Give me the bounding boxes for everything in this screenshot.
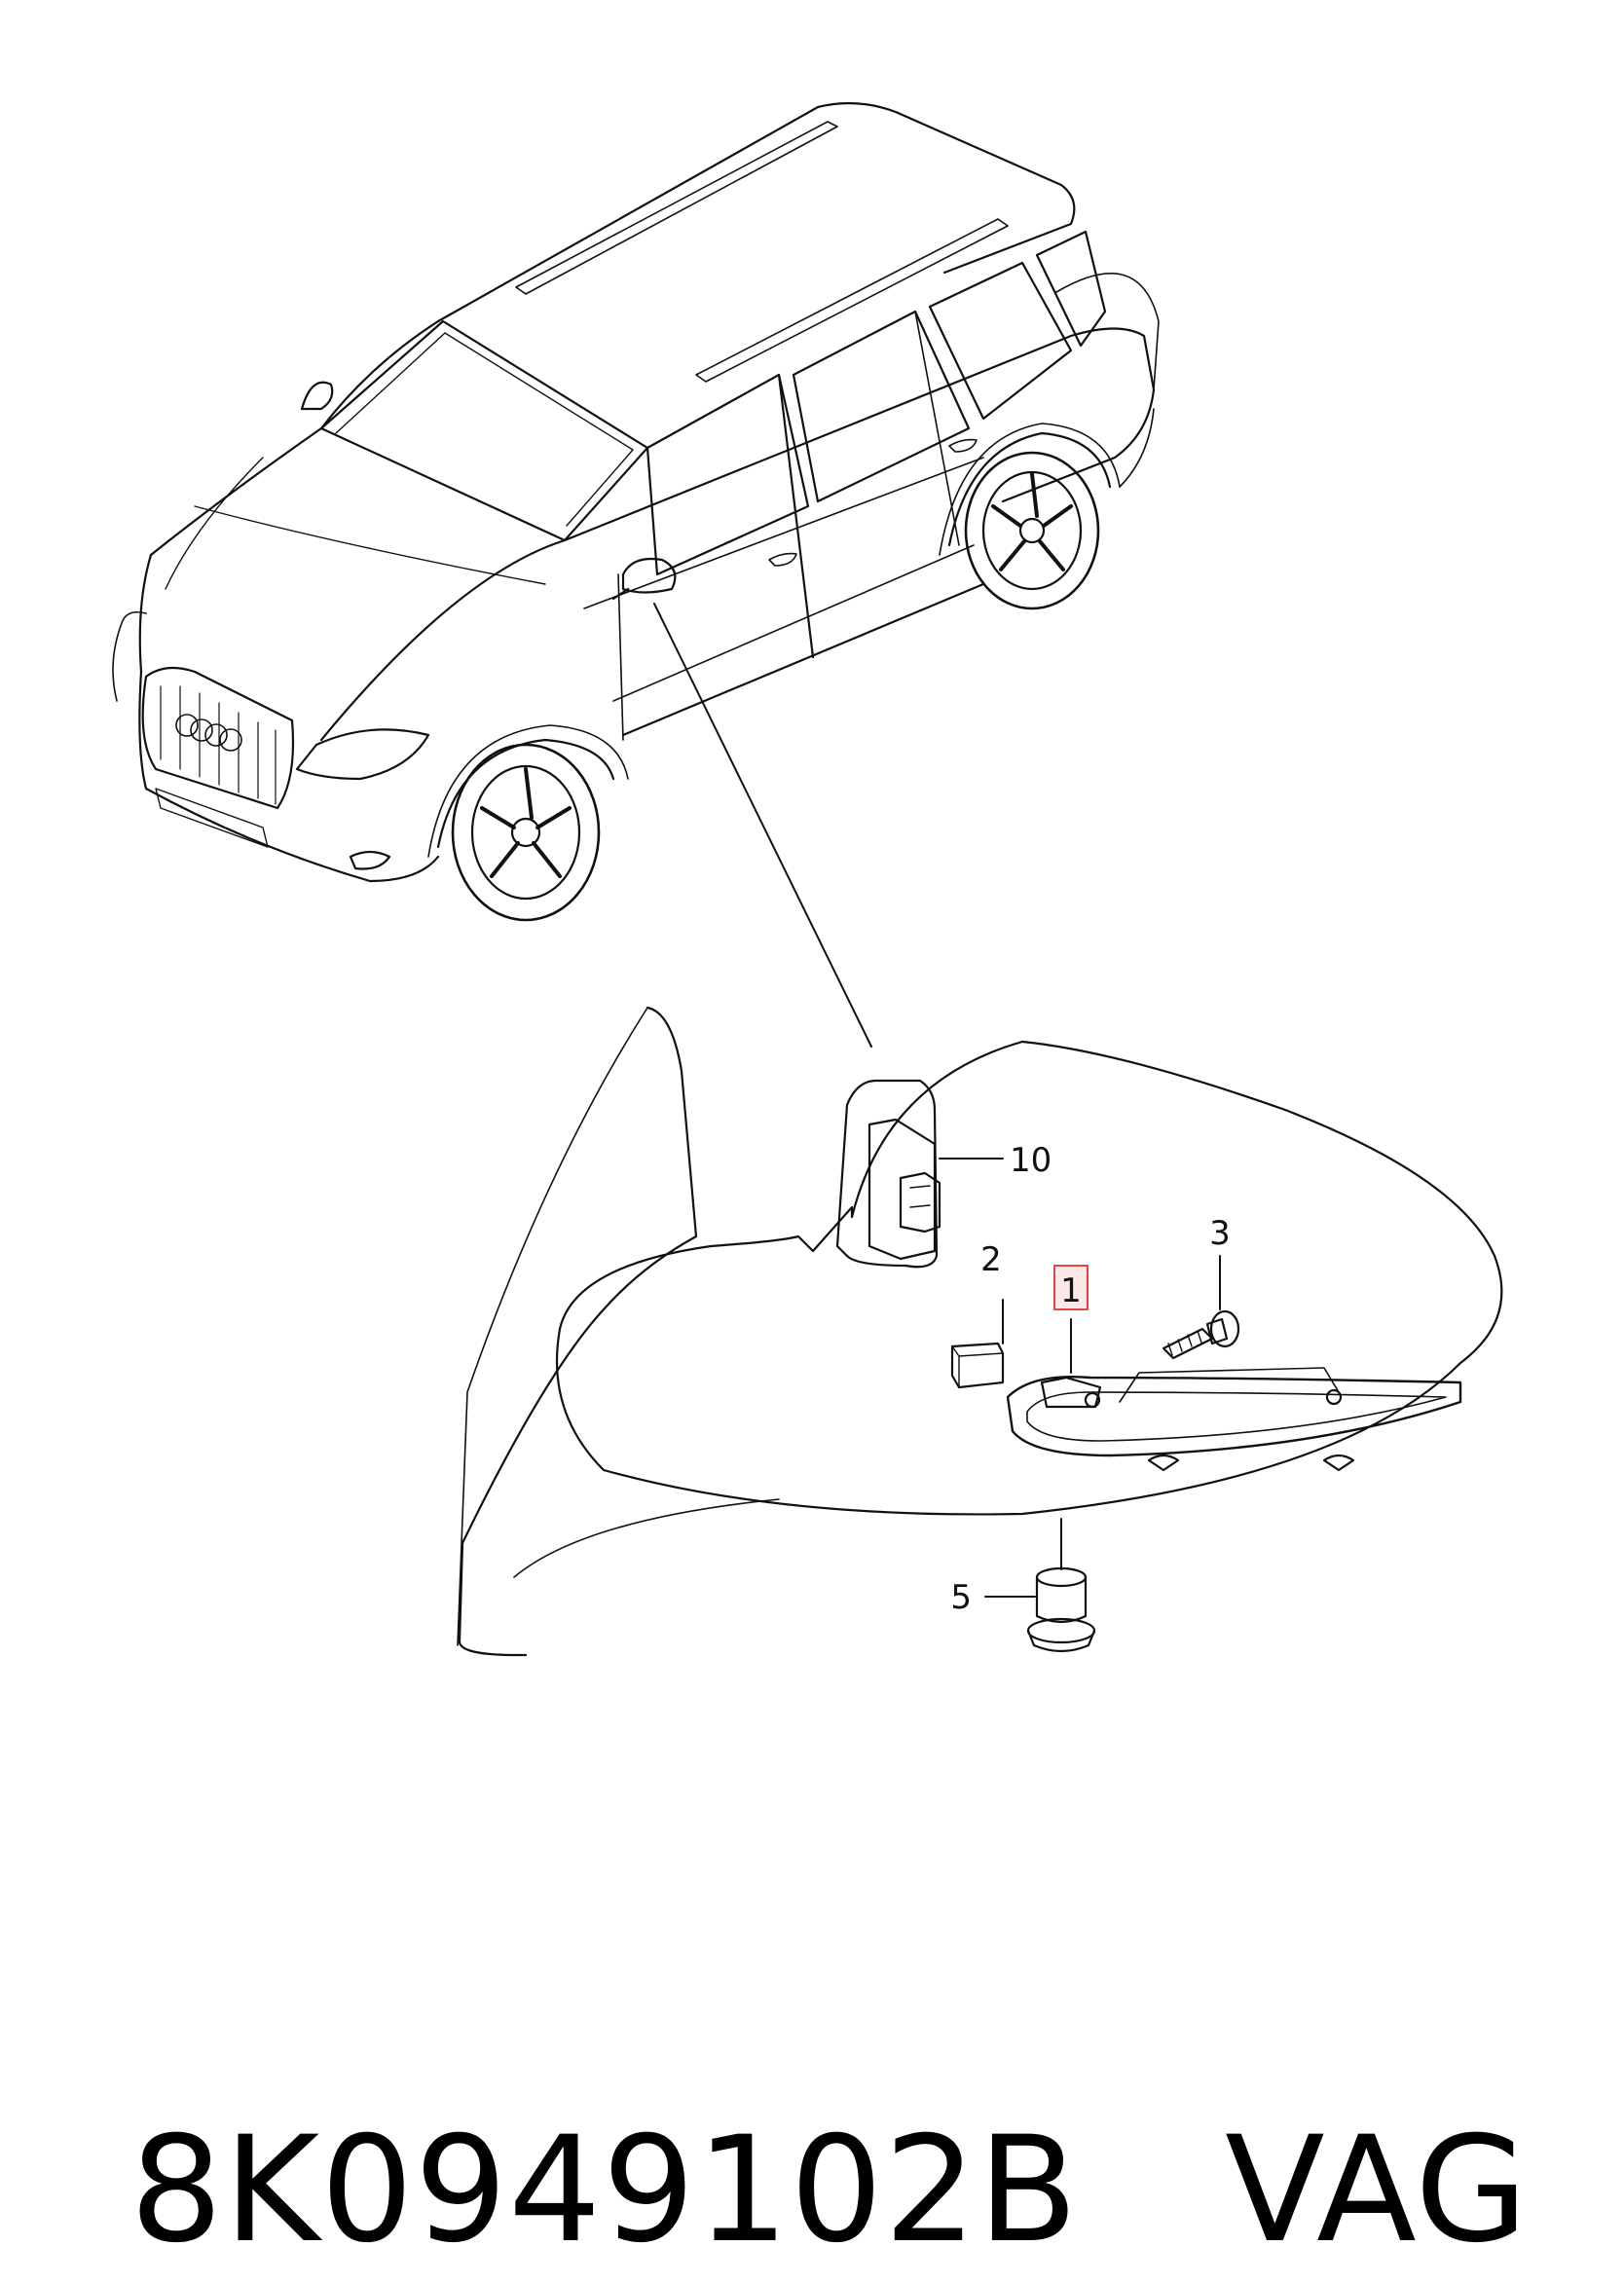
mirror-assembly bbox=[457, 1006, 1503, 1657]
parts-diagram: 10 2 1 3 5 bbox=[112, 101, 1503, 1657]
callout-5: 5 bbox=[950, 1578, 972, 1617]
part-caption: 8K0949102B VAG bbox=[35, 1913, 1529, 2275]
part-number: 8K0949102B bbox=[129, 2106, 1080, 2275]
brand-name: VAG bbox=[1225, 2106, 1530, 2275]
callout-leaders bbox=[939, 1158, 1221, 1598]
callout-2: 2 bbox=[980, 1240, 1002, 1279]
connector-housing bbox=[835, 1079, 939, 1269]
screw-3 bbox=[1162, 1309, 1240, 1360]
callout-1: 1 bbox=[1060, 1271, 1082, 1310]
callout-10: 10 bbox=[1010, 1141, 1052, 1180]
cap-5 bbox=[1026, 1566, 1096, 1653]
clip-2 bbox=[950, 1342, 1005, 1389]
connector-10 bbox=[867, 1118, 941, 1261]
turn-signal-1 bbox=[1006, 1367, 1462, 1472]
mirror-glass bbox=[555, 1040, 1503, 1516]
callout-3: 3 bbox=[1209, 1214, 1231, 1253]
rear-wheel bbox=[964, 451, 1100, 610]
front-wheel bbox=[451, 743, 601, 922]
leader-line-to-mirror bbox=[653, 603, 872, 1048]
brand-rings-logo bbox=[175, 714, 242, 752]
suv-illustration bbox=[112, 101, 1160, 922]
car-mirror bbox=[621, 557, 677, 594]
callout-1-highlight bbox=[1053, 1265, 1089, 1310]
